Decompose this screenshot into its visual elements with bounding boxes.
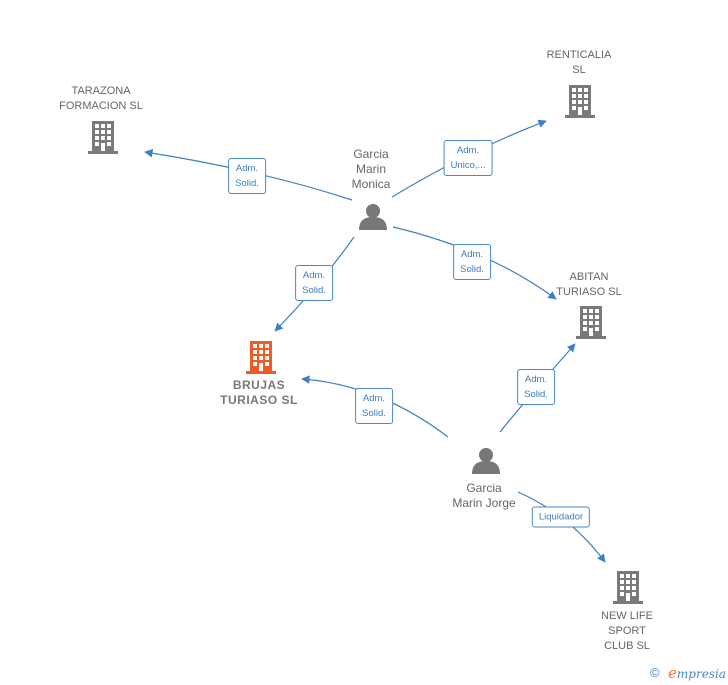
company-label-abitan[interactable]: ABITAN TURIASO SL — [556, 271, 622, 298]
company-label-brujas[interactable]: BRUJAS TURIASO SL — [220, 378, 298, 407]
person-icon — [359, 204, 387, 230]
edge-label-monica-renticalia: Adm. Unico,... — [443, 140, 493, 176]
edge-label-jorge-brujas: Adm. Solid. — [355, 388, 393, 424]
empresia-logo: empresia — [668, 664, 726, 682]
building-icon — [576, 306, 606, 339]
copyright-icon: © — [650, 665, 660, 680]
person-label-jorge[interactable]: Garcia Marin Jorge — [452, 481, 516, 510]
edge-label-monica-abitan: Adm. Solid. — [453, 244, 491, 280]
building-icon — [613, 571, 643, 604]
edge-label-jorge-abitan: Adm. Solid. — [517, 369, 555, 405]
edge-label-monica-tarazona: Adm. Solid. — [228, 158, 266, 194]
person-label-monica[interactable]: Garcia Marin Monica — [351, 147, 391, 191]
company-label-tarazona[interactable]: TARAZONA FORMACION SL — [59, 85, 143, 112]
person-icon — [472, 448, 500, 474]
company-label-newlife[interactable]: NEW LIFE SPORT CLUB SL — [601, 610, 653, 652]
building-icon — [246, 341, 276, 374]
building-icon — [88, 121, 118, 154]
edge-label-monica-brujas: Adm. Solid. — [295, 265, 333, 301]
edge-label-jorge-newlife: Liquidador — [531, 506, 591, 528]
company-label-renticalia[interactable]: RENTICALIA SL — [546, 49, 612, 76]
building-icon — [565, 85, 595, 118]
